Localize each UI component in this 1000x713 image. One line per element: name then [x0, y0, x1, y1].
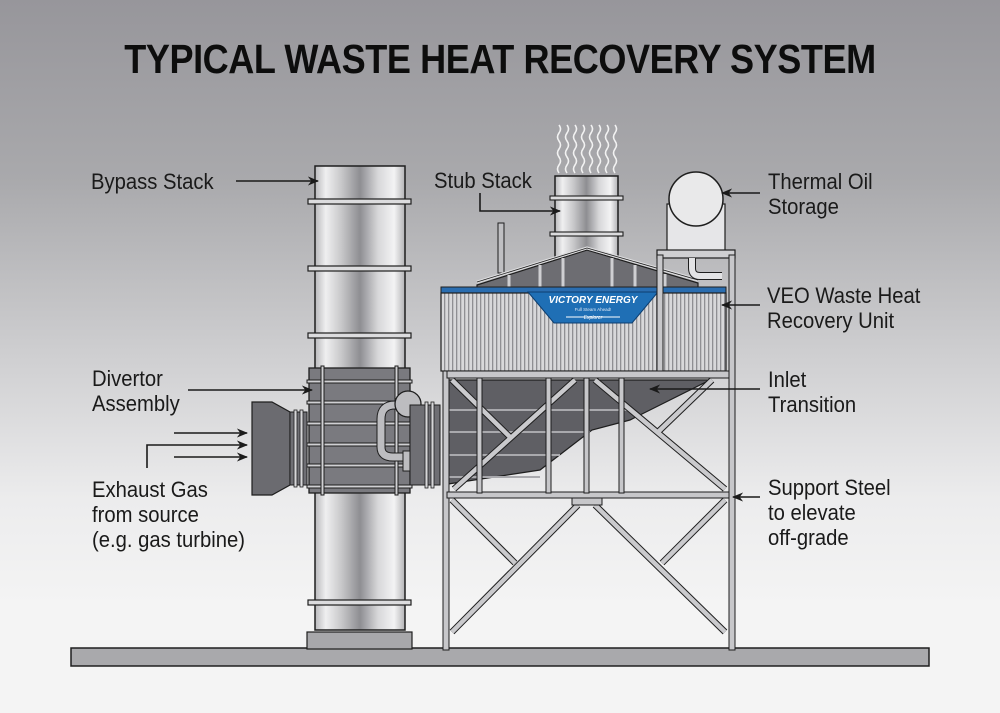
- stub-stack-arrow: [479, 193, 562, 216]
- label-stub-stack: Stub Stack: [434, 168, 532, 193]
- logo-tagline: Full Steam Ahead!: [575, 307, 612, 312]
- logo-sub: Explorer: [584, 315, 603, 321]
- label-inlet-transition: Inlet Transition: [768, 367, 857, 417]
- thermal-oil-storage-tank: [656, 171, 736, 280]
- inlet-transition: [447, 379, 711, 485]
- label-veo-unit: VEO Waste Heat Recovery Unit: [767, 283, 921, 333]
- exhaust-flow-arrow-2: [146, 440, 249, 468]
- ground-slab: [70, 647, 930, 667]
- support-steel-frame: [442, 370, 730, 651]
- divertor-assembly: [251, 365, 441, 496]
- victory-energy-logo: VICTORY ENERGY Full Steam Ahead! Explore…: [526, 291, 660, 324]
- label-divertor-assembly: Divertor Assembly: [92, 366, 180, 416]
- label-thermal-oil-storage: Thermal Oil Storage: [768, 169, 873, 219]
- heat-waves-icon: [556, 124, 618, 174]
- veo-waste-heat-recovery-unit: VICTORY ENERGY Full Steam Ahead! Explore…: [440, 254, 736, 651]
- label-support-steel: Support Steel to elevate off-grade: [768, 475, 891, 550]
- leader-lines: [146, 176, 760, 502]
- vent-pipe: [497, 222, 505, 274]
- logo-brand: VICTORY ENERGY: [549, 295, 639, 306]
- label-bypass-stack: Bypass Stack: [91, 169, 214, 194]
- label-exhaust-gas: Exhaust Gas from source (e.g. gas turbin…: [92, 477, 246, 552]
- diagram-title: TYPICAL WASTE HEAT RECOVERY SYSTEM: [124, 36, 876, 82]
